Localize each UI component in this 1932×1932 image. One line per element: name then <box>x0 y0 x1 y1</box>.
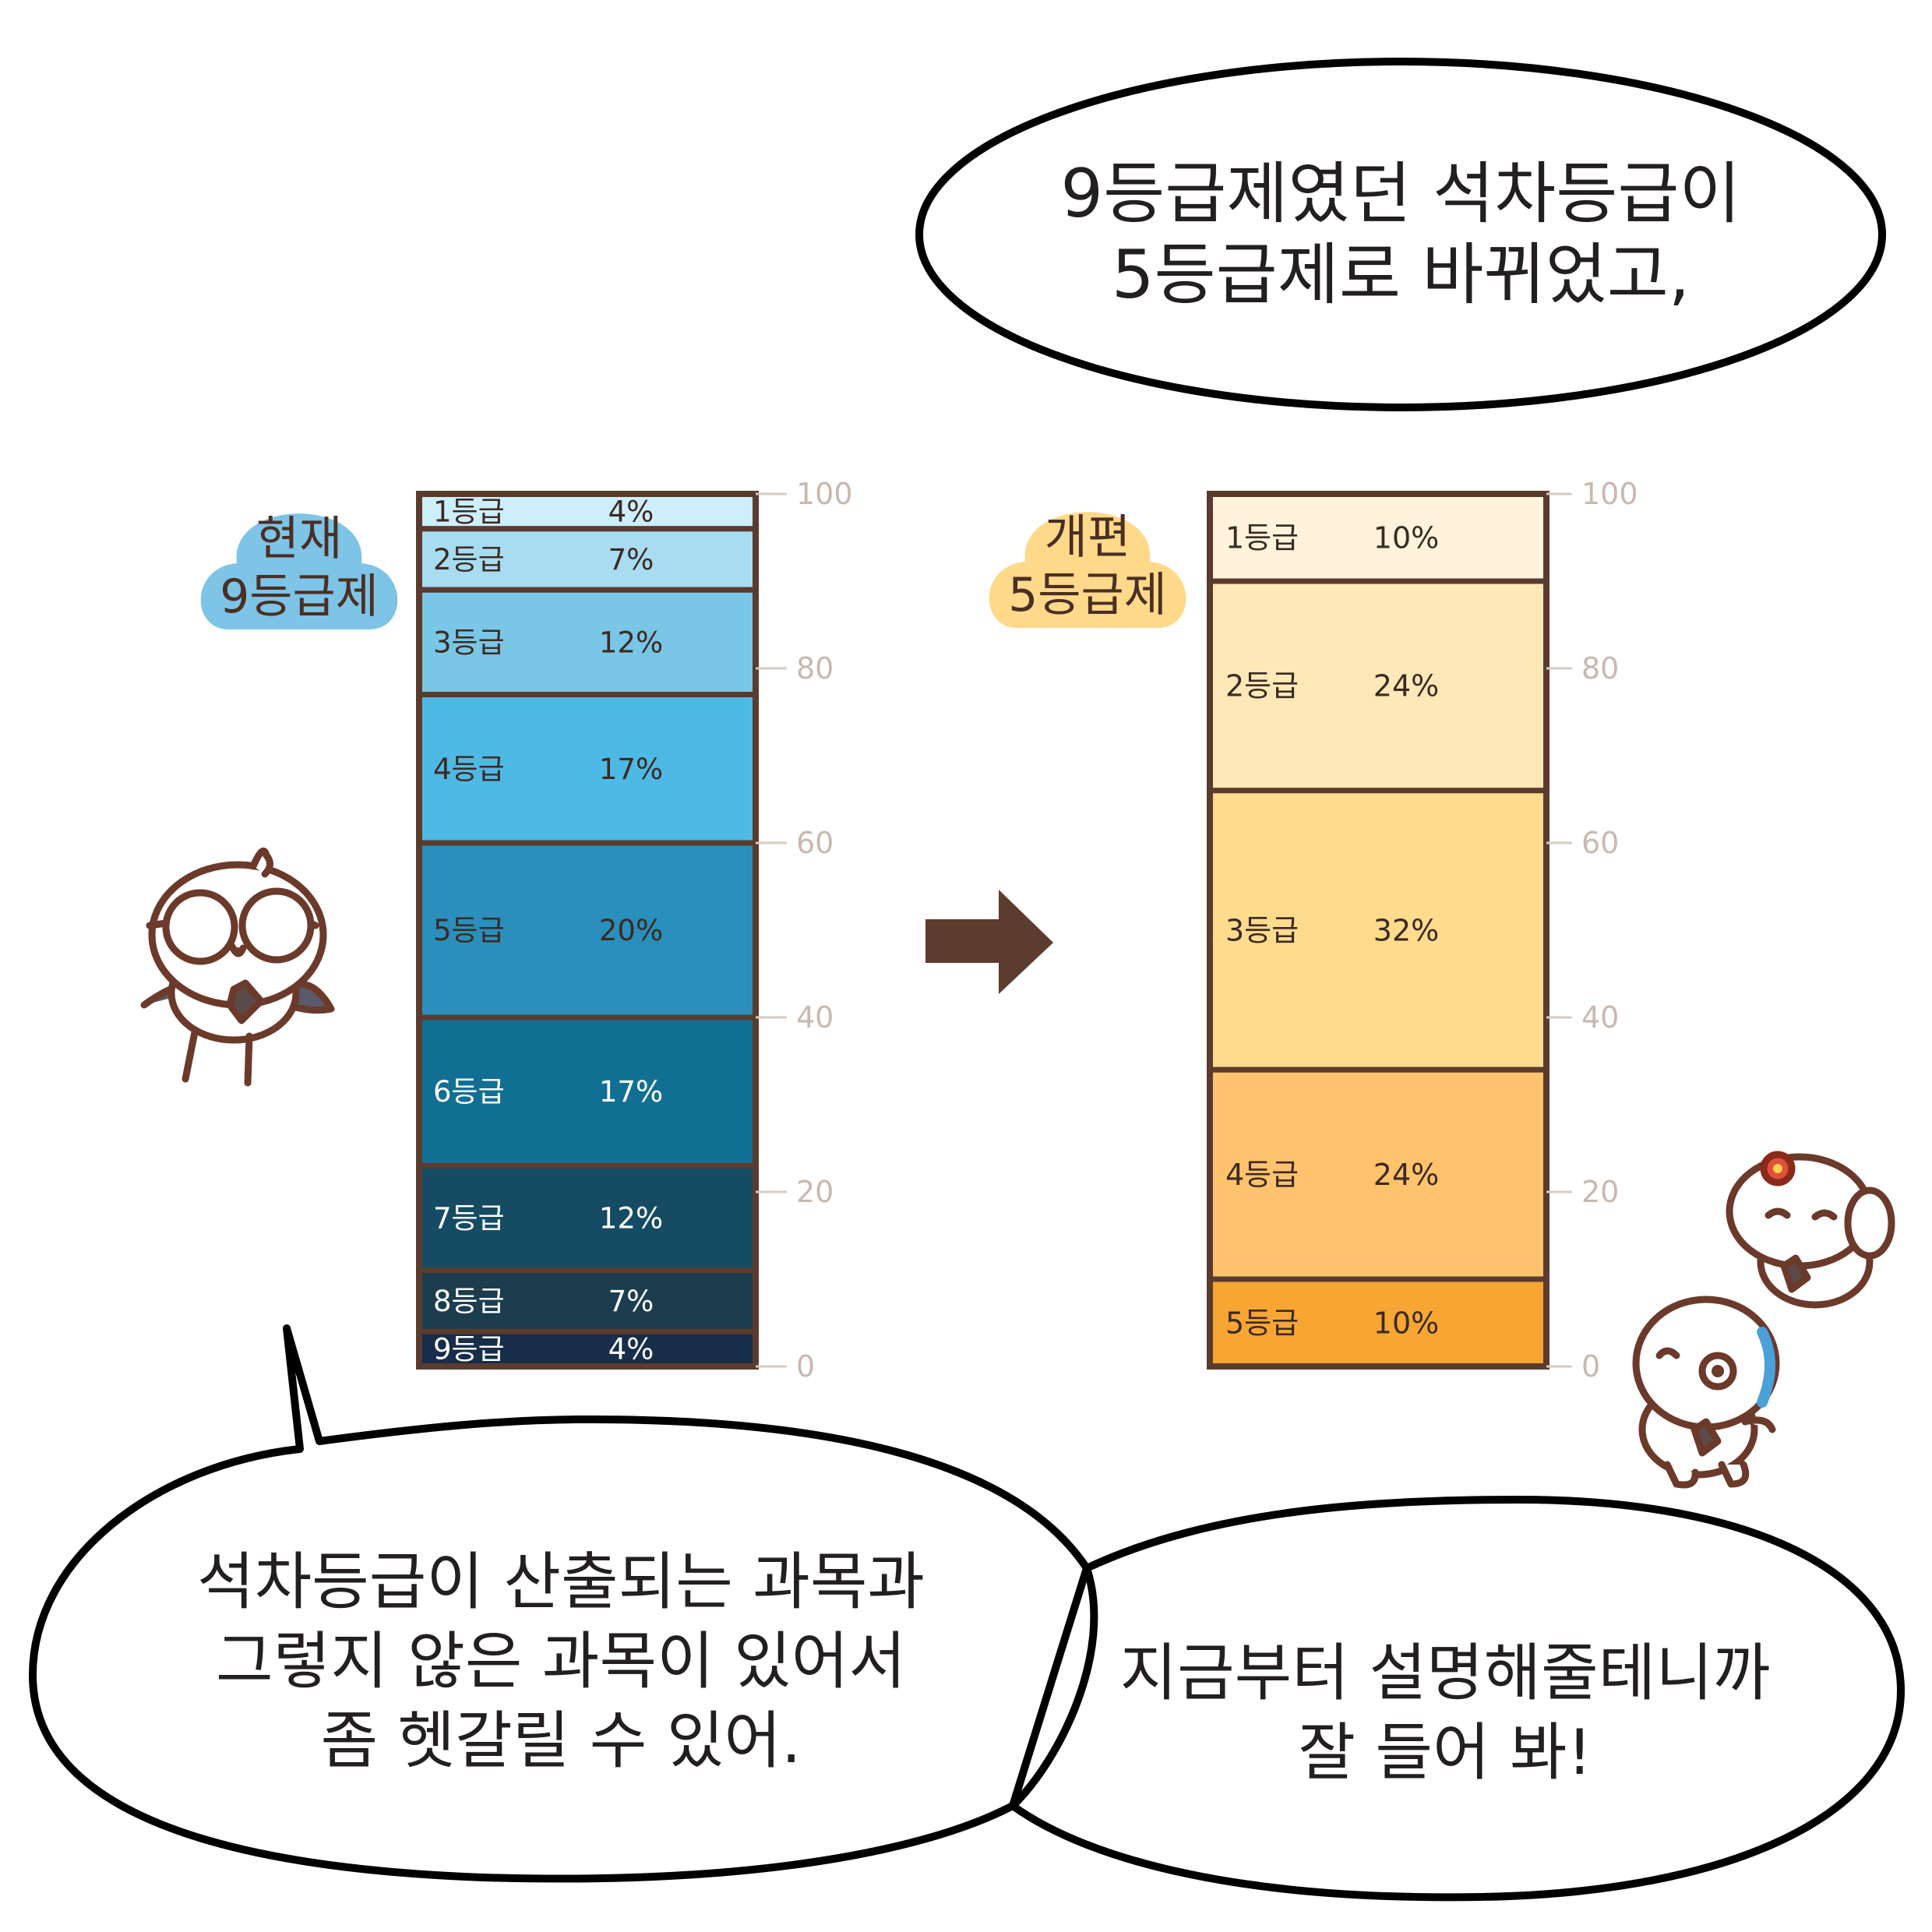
percent-label: 10% <box>1373 520 1439 555</box>
grade-label: 4등급 <box>1225 1158 1299 1192</box>
percent-label: 7% <box>608 1285 654 1318</box>
bar-frame <box>1207 491 1549 1370</box>
y-tick-label: 80 <box>796 651 834 686</box>
svg-text:잘 들어 봐!: 잘 들어 봐! <box>1298 1716 1592 1789</box>
svg-text:그렇지 않은 과목이 있어서: 그렇지 않은 과목이 있어서 <box>216 1625 906 1698</box>
speech-bubble-top: 9등급제였던 석차등급이 5등급제로 바뀌었고, <box>915 58 1886 411</box>
grade-label: 4등급 <box>433 753 505 786</box>
percent-label: 7% <box>608 543 654 576</box>
mascot-flower-illustration <box>1726 1151 1895 1309</box>
svg-text:9등급제: 9등급제 <box>220 569 379 624</box>
grade-label: 2등급 <box>1225 669 1299 703</box>
speech-top-line-2: 5등급제로 바뀌었고, <box>1112 236 1690 314</box>
svg-text:개편: 개편 <box>1045 510 1130 565</box>
mascot-blue-ear-illustration <box>1632 1296 1780 1489</box>
percent-label: 24% <box>1373 1158 1439 1192</box>
y-tick-label: 40 <box>796 1000 834 1035</box>
reform-title-line-1: 개편 <box>1045 510 1130 565</box>
speech-bubble-top-shape <box>915 58 1886 411</box>
speech-bubble-bottom-right-shape <box>1009 1496 1905 1902</box>
percent-label: 10% <box>1373 1306 1439 1340</box>
grade-label: 1등급 <box>433 495 505 528</box>
percent-label: 17% <box>599 1075 663 1109</box>
grade-label: 5등급 <box>1225 1306 1299 1340</box>
speech-bottom-left-line-3: 좀 헷갈릴 수 있어. <box>321 1705 802 1777</box>
chart-current-9-grade: 현재 9등급제 1등급 4% 2등급 7% 3등급 12% 4등급 17% 5등급 20% 6등급 1… <box>200 477 853 1384</box>
y-tick-label: 100 <box>796 477 853 511</box>
speech-bottom-right-line-1: 지금부터 설명해줄테니까 <box>1119 1637 1770 1709</box>
right-arrow-icon <box>925 890 1053 994</box>
grade-label: 2등급 <box>433 543 505 576</box>
bar-segment <box>1207 578 1549 794</box>
grade-label: 6등급 <box>433 1075 505 1109</box>
chart-reform-5-grade: 개편 5등급제 1등급 10% 2등급 24% 3등급 32% 4등급 24% 5등급 10% 0 2… <box>989 477 1638 1384</box>
reform-title-cloud-shape <box>989 512 1186 628</box>
grade-label: 5등급 <box>433 914 505 947</box>
current-title-cloud-shape <box>200 513 398 629</box>
y-tick-label: 60 <box>1581 826 1619 860</box>
current-title-line-2: 9등급제 <box>220 569 379 624</box>
svg-text:지금부터 설명해줄테니까: 지금부터 설명해줄테니까 <box>1119 1637 1770 1709</box>
speech-bottom-right-line-2: 잘 들어 봐! <box>1298 1716 1592 1789</box>
bar-segment <box>416 1162 759 1274</box>
svg-text:5등급제: 5등급제 <box>1008 568 1167 622</box>
percent-label: 20% <box>599 914 663 947</box>
y-tick-label: 20 <box>796 1175 834 1209</box>
current-title-cloud: 현재 9등급제 <box>200 512 398 629</box>
svg-text:석차등급이 산출되는 과목과: 석차등급이 산출되는 과목과 <box>197 1546 925 1618</box>
arrow-shape <box>925 890 1053 994</box>
y-tick-label: 0 <box>796 1349 815 1384</box>
svg-text:5등급제로 바뀌었고,: 5등급제로 바뀌었고, <box>1112 236 1690 314</box>
percent-label: 4% <box>608 495 654 528</box>
grade-label: 8등급 <box>433 1285 505 1318</box>
grade-label: 3등급 <box>1225 913 1299 947</box>
percent-label: 4% <box>608 1333 654 1366</box>
bar-segment <box>416 692 759 846</box>
bar-frame <box>416 491 759 1370</box>
bar-segment <box>416 1014 759 1169</box>
grade-label: 9등급 <box>433 1333 505 1366</box>
grade-label: 1등급 <box>1225 520 1299 555</box>
svg-text:좀 헷갈릴 수 있어.: 좀 헷갈릴 수 있어. <box>321 1705 802 1777</box>
percent-label: 24% <box>1373 669 1439 703</box>
speech-top-line-1: 9등급제였던 석차등급이 <box>1060 155 1740 233</box>
y-tick-label: 0 <box>1581 1349 1600 1384</box>
percent-label: 12% <box>599 626 663 659</box>
mascot-glasses-illustration <box>140 847 335 1087</box>
reform-title-cloud: 개편 5등급제 <box>989 510 1186 628</box>
speech-bottom-left-line-2: 그렇지 않은 과목이 있어서 <box>216 1625 906 1698</box>
percent-label: 12% <box>599 1202 663 1236</box>
current-title-line-1: 현재 <box>256 512 342 566</box>
speech-bubble-bottom: 석차등급이 산출되는 과목과 그렇지 않은 과목이 있어서 좀 헷갈릴 수 있어… <box>29 1324 1905 1902</box>
bar-segment <box>416 587 759 698</box>
y-tick-label: 60 <box>796 826 834 860</box>
speech-bubble-bottom-left-shape <box>29 1324 1091 1883</box>
y-tick-label: 100 <box>1581 477 1638 511</box>
y-tick-label: 20 <box>1581 1175 1619 1209</box>
percent-label: 32% <box>1373 913 1439 947</box>
grade-label: 3등급 <box>433 626 505 659</box>
svg-text:현재: 현재 <box>256 512 342 566</box>
percent-label: 17% <box>599 753 663 786</box>
reform-title-line-2: 5등급제 <box>1008 568 1167 622</box>
y-tick-label: 40 <box>1581 1000 1619 1035</box>
grade-label: 7등급 <box>433 1202 505 1236</box>
speech-bottom-left-line-1: 석차등급이 산출되는 과목과 <box>197 1546 925 1618</box>
y-tick-label: 80 <box>1581 651 1619 686</box>
svg-text:9등급제였던 석차등급이: 9등급제였던 석차등급이 <box>1060 155 1740 233</box>
